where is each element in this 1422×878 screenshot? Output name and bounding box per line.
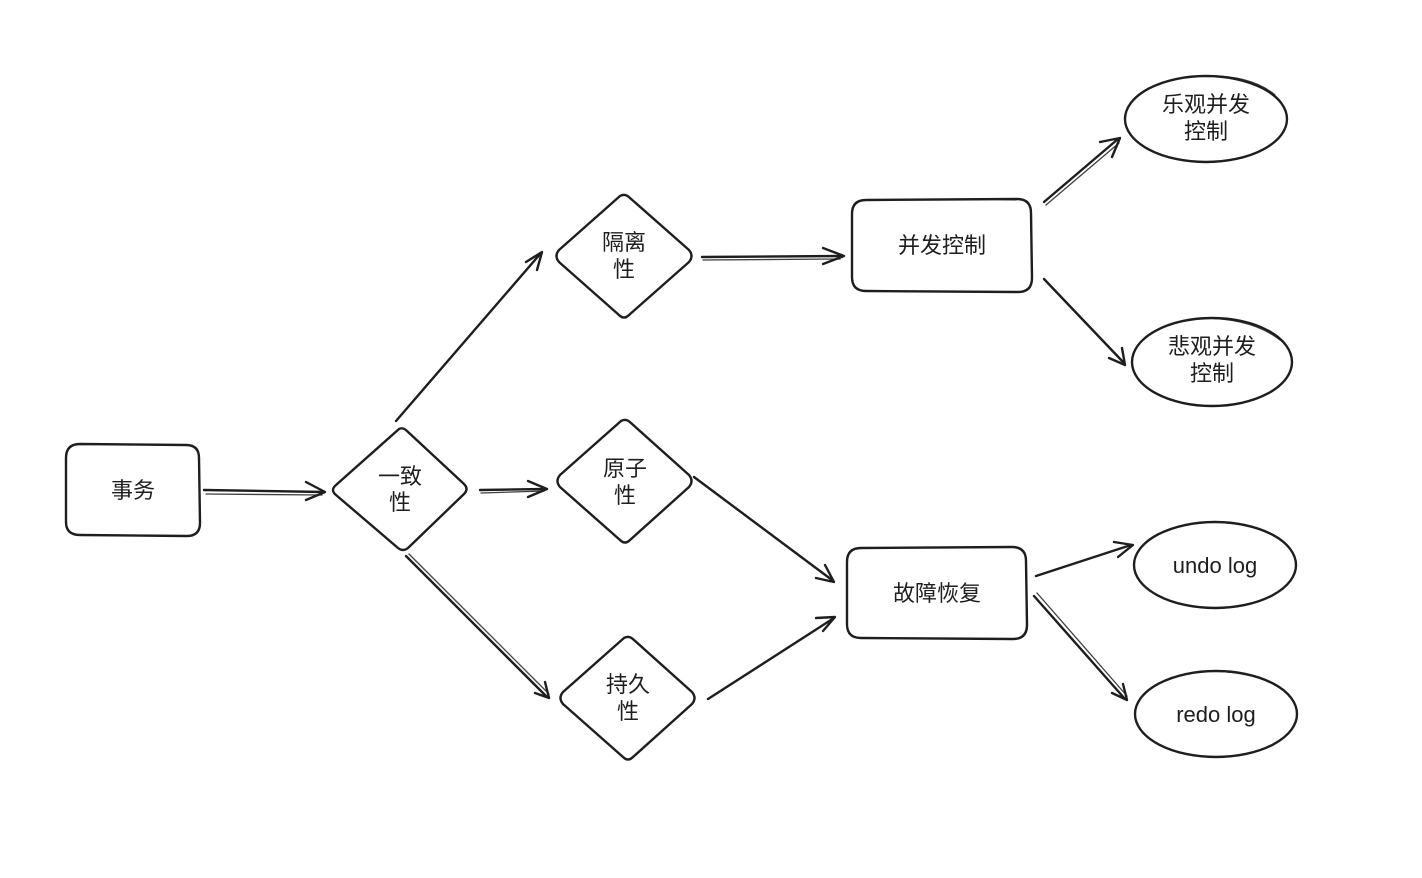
node-undo-log-label: undo log bbox=[1173, 553, 1257, 578]
arrow-concurrency-to-optimistic bbox=[1042, 136, 1122, 206]
arrow-atomicity-to-crash-recovery bbox=[692, 475, 836, 584]
node-optimistic-cc-label-line2: 控制 bbox=[1184, 120, 1228, 145]
node-concurrency-control-label: 并发控制 bbox=[898, 234, 986, 259]
node-consistency-label-line2: 性 bbox=[389, 491, 411, 516]
node-concurrency-control[interactable]: 并发控制 bbox=[850, 197, 1034, 294]
node-transaction-label: 事务 bbox=[111, 479, 155, 504]
arrow-concurrency-to-pessimistic bbox=[1042, 277, 1127, 367]
node-transaction[interactable]: 事务 bbox=[64, 442, 202, 538]
node-redo-log-label: redo log bbox=[1176, 702, 1256, 727]
node-durability[interactable]: 持久 性 bbox=[559, 635, 696, 761]
node-pessimistic-cc[interactable]: 悲观并发 控制 bbox=[1130, 316, 1294, 408]
node-undo-log[interactable]: undo log bbox=[1132, 520, 1298, 610]
node-crash-recovery-label: 故障恢复 bbox=[893, 582, 981, 607]
node-crash-recovery[interactable]: 故障恢复 bbox=[845, 545, 1029, 641]
arrow-consistency-to-atomicity bbox=[478, 479, 549, 499]
node-optimistic-cc[interactable]: 乐观并发 控制 bbox=[1123, 74, 1289, 164]
arrow-isolation-to-concurrency-control bbox=[700, 246, 846, 266]
edges bbox=[202, 136, 1135, 702]
node-isolation-label-line2: 性 bbox=[613, 258, 635, 283]
node-consistency[interactable]: 一致 性 bbox=[331, 427, 468, 552]
node-isolation[interactable]: 隔离 性 bbox=[555, 193, 693, 319]
node-pessimistic-cc-label-line1: 悲观并发 bbox=[1168, 335, 1256, 360]
arrow-transaction-to-consistency bbox=[202, 480, 327, 502]
arrow-recovery-to-redo-log bbox=[1032, 592, 1129, 702]
node-consistency-label-line1: 一致 bbox=[378, 465, 422, 490]
node-atomicity-label-line1: 原子 bbox=[603, 457, 647, 482]
node-atomicity[interactable]: 原子 性 bbox=[556, 418, 693, 544]
node-pessimistic-cc-label-line2: 控制 bbox=[1190, 362, 1234, 387]
node-atomicity-label-line2: 性 bbox=[614, 484, 636, 509]
node-redo-log[interactable]: redo log bbox=[1133, 669, 1299, 759]
arrow-consistency-to-durability bbox=[404, 553, 551, 700]
arrow-consistency-to-isolation bbox=[394, 250, 544, 423]
arrow-recovery-to-undo-log bbox=[1034, 540, 1135, 578]
node-durability-label-line1: 持久 bbox=[606, 673, 650, 698]
node-isolation-label-line1: 隔离 bbox=[602, 231, 646, 256]
arrow-durability-to-crash-recovery bbox=[706, 615, 837, 701]
node-optimistic-cc-label-line1: 乐观并发 bbox=[1162, 93, 1250, 118]
node-durability-label-line2: 性 bbox=[617, 700, 639, 725]
